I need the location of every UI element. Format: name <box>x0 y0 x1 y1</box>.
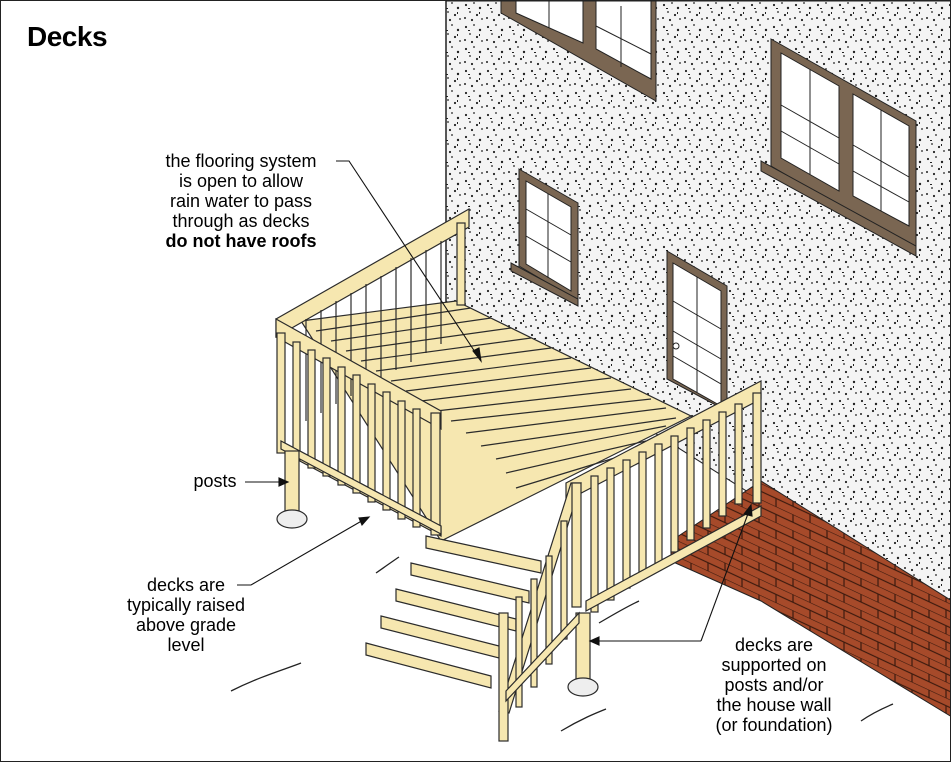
flooring-label-line: through as decks <box>172 211 310 231</box>
raised-label-line: typically raised <box>126 595 246 615</box>
supported-label: decks are supported on posts and/or the … <box>689 635 859 735</box>
ground-lines <box>230 556 894 732</box>
flooring-label-line: the flooring system <box>165 151 317 171</box>
leader-lines <box>237 160 753 646</box>
flooring-label-emphasis: do not have roofs <box>165 231 317 251</box>
raised-label-line: above grade <box>135 615 237 635</box>
right-railing <box>565 380 762 613</box>
deck-floor <box>299 300 693 542</box>
window-upper-left <box>500 1 657 102</box>
raised-label-line: decks are <box>146 575 226 595</box>
supported-label-line: posts and/or <box>724 675 824 695</box>
supported-label-line: decks are <box>734 635 814 655</box>
posts-label: posts <box>187 471 243 491</box>
door <box>666 250 728 412</box>
window-upper-right <box>760 38 917 257</box>
stairs <box>365 482 582 742</box>
page-title: Decks <box>27 21 108 52</box>
flooring-label-line: is open to allow <box>178 171 304 191</box>
deck-posts <box>276 450 599 697</box>
supported-label-line: (or foundation) <box>715 715 833 735</box>
flooring-label-line: rain water to pass <box>169 191 313 211</box>
window-middle <box>510 168 579 307</box>
raised-label-line: level <box>167 635 205 655</box>
supported-label-line: supported on <box>721 655 827 675</box>
flooring-label: the flooring system is open to allow rai… <box>141 151 341 251</box>
front-left-railing <box>275 317 442 536</box>
supported-label-line: the house wall <box>716 695 832 715</box>
raised-label: decks are typically raised above grade l… <box>111 575 261 655</box>
